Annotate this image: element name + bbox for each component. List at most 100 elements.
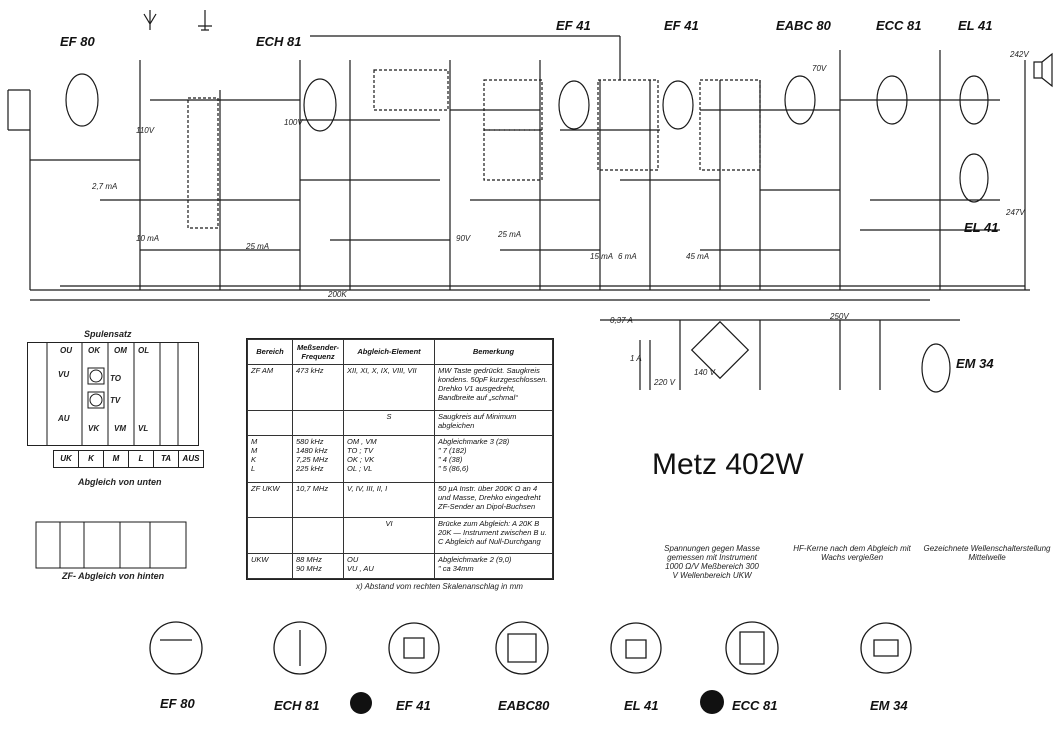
coil-label: VU <box>58 370 70 379</box>
table-cell: VI <box>343 517 435 554</box>
table-row: VI Brücke zum Abgleich: A 20K B 20K — In… <box>247 517 553 554</box>
table-cell <box>247 410 293 437</box>
voltage-label: 242V <box>1010 50 1029 59</box>
coil-label: OK <box>88 346 100 355</box>
table-cell: XII, XI, X, IX, VIII, VII <box>343 363 435 412</box>
table-cell <box>292 517 344 554</box>
table-cell <box>247 517 293 554</box>
table-row: ZF AM 473 kHz XII, XI, X, IX, VIII, VII … <box>247 363 553 412</box>
table-cell: 88 MHz 90 MHz <box>292 552 344 580</box>
current-label: 6 mA <box>618 252 637 261</box>
socket-ecc81 <box>725 621 779 675</box>
coil-label: VM <box>114 424 126 433</box>
socket-ef80 <box>149 621 203 675</box>
table-cell: S <box>343 410 435 437</box>
socket-el41 <box>610 622 662 674</box>
wavelength-buttons: UK K M L TA AUS <box>53 450 204 468</box>
tube-label-el41-lower: EL 41 <box>964 220 999 235</box>
table-cell: Abgleichmarke 2 (9,0) " ca 34mm <box>434 552 553 580</box>
power-label: 1 A <box>630 354 642 363</box>
table-header: Meßsender-Frequenz <box>292 339 344 365</box>
table-row: S Saugkreis auf Minimum abgleichen <box>247 410 553 437</box>
socket-label-ef41: EF 41 <box>396 698 431 713</box>
table-cell: OU VU , AU <box>343 552 435 580</box>
socket-em34 <box>860 622 912 674</box>
button-ta: TA <box>153 450 179 468</box>
button-l: L <box>128 450 154 468</box>
coil-label: VL <box>138 424 149 433</box>
alignment-table: Bereich Meßsender-Frequenz Abgleich-Elem… <box>246 338 554 580</box>
socket-label-eabc80: EABC80 <box>498 698 550 713</box>
table-cell: 10,7 MHz <box>292 481 344 519</box>
coil-label: OU <box>60 346 72 355</box>
table-cell: Brücke zum Abgleich: A 20K B 20K — Instr… <box>434 517 553 554</box>
coil-label: VK <box>88 424 100 433</box>
coil-label: TO <box>110 374 121 383</box>
current-label: 45 mA <box>686 252 710 261</box>
table-cell: M M K L <box>247 435 293 483</box>
voltage-label: 100V <box>284 118 303 127</box>
tube-label-ech81: ECH 81 <box>256 34 302 49</box>
table-cell: 580 kHz 1480 kHz 7,25 MHz 225 kHz <box>292 435 344 483</box>
punch-hole-right <box>700 690 724 714</box>
table-cell: MW Taste gedrückt. Saugkreis kondens. 50… <box>434 363 553 412</box>
table-cell: 50 µA Instr. über 200K Ω an 4 und Masse,… <box>434 481 553 519</box>
current-label: 15 mA <box>590 252 614 261</box>
document-title: Metz 402W <box>652 448 804 481</box>
note-voltages: Spannungen gegen Masse gemessen mit Inst… <box>664 544 760 580</box>
table-cell <box>292 410 344 437</box>
voltage-label: 110V <box>136 126 155 135</box>
table-cell: Saugkreis auf Minimum abgleichen <box>434 410 553 437</box>
coil-label: TV <box>110 396 121 405</box>
button-m: M <box>103 450 129 468</box>
table-cell: Abgleichmarke 3 (28) " 7 (182) " 4 (38) … <box>434 435 553 483</box>
tube-label-ef80: EF 80 <box>60 34 95 49</box>
tube-label-eabc80: EABC 80 <box>776 18 831 33</box>
table-cell: OM , VM TO ; TV OK ; VK OL ; VL <box>343 435 435 483</box>
note-hf-cores: HF-Kerne nach dem Abgleich mit Wachs ver… <box>793 544 911 562</box>
table-header: Bereich <box>247 339 293 365</box>
tube-label-ef41-2: EF 41 <box>664 18 699 33</box>
table-footnote: x) Abstand vom rechten Skalenanschlag in… <box>356 582 523 591</box>
table-cell: V, IV, III, II, I <box>343 481 435 519</box>
socket-ef41 <box>388 622 440 674</box>
tube-label-em34: EM 34 <box>956 356 994 371</box>
table-row: UKW 88 MHz 90 MHz OU VU , AU Abgleichmar… <box>247 552 553 580</box>
note-switch-position: Gezeichnete Wellenschalterstellung Mitte… <box>923 544 1051 562</box>
current-label: 2,7 mA <box>92 182 118 191</box>
power-label: 140 V <box>694 368 715 377</box>
punch-hole-left <box>350 692 372 714</box>
tube-label-el41: EL 41 <box>958 18 993 33</box>
coil-label: OM <box>114 346 127 355</box>
tube-label-ef41-1: EF 41 <box>556 18 591 33</box>
socket-label-ech81: ECH 81 <box>274 698 320 713</box>
top-rail-line <box>310 35 621 80</box>
current-label: 25 mA <box>246 242 270 251</box>
coil-label: AU <box>58 414 70 423</box>
table-row: ZF UKW 10,7 MHz V, IV, III, II, I 50 µA … <box>247 481 553 519</box>
current-label: 10 mA <box>136 234 160 243</box>
socket-eabc80 <box>495 621 549 675</box>
voltage-label: 247V <box>1006 208 1025 217</box>
current-label: 25 mA <box>498 230 522 239</box>
table-cell: ZF AM <box>247 363 293 412</box>
socket-label-ecc81: ECC 81 <box>732 698 778 713</box>
voltage-label: 70V <box>812 64 827 73</box>
table-cell: 473 kHz <box>292 363 344 412</box>
table-header: Bemerkung <box>434 339 553 365</box>
socket-diagrams <box>149 621 912 675</box>
power-label: 0,37 A <box>610 316 633 325</box>
coil-label: OL <box>138 346 150 355</box>
socket-label-el41: EL 41 <box>624 698 659 713</box>
coil-set-caption: Abgleich von unten <box>78 477 162 487</box>
button-uk: UK <box>53 450 79 468</box>
resistor-label: 200K <box>328 290 347 299</box>
tube-label-ecc81: ECC 81 <box>876 18 922 33</box>
voltage-label: 90V <box>456 234 471 243</box>
coil-set-title: Spulensatz <box>84 329 132 339</box>
socket-ech81 <box>273 621 327 675</box>
button-aus: AUS <box>178 450 204 468</box>
socket-label-em34: EM 34 <box>870 698 908 713</box>
voltage-label: 250V <box>830 312 849 321</box>
